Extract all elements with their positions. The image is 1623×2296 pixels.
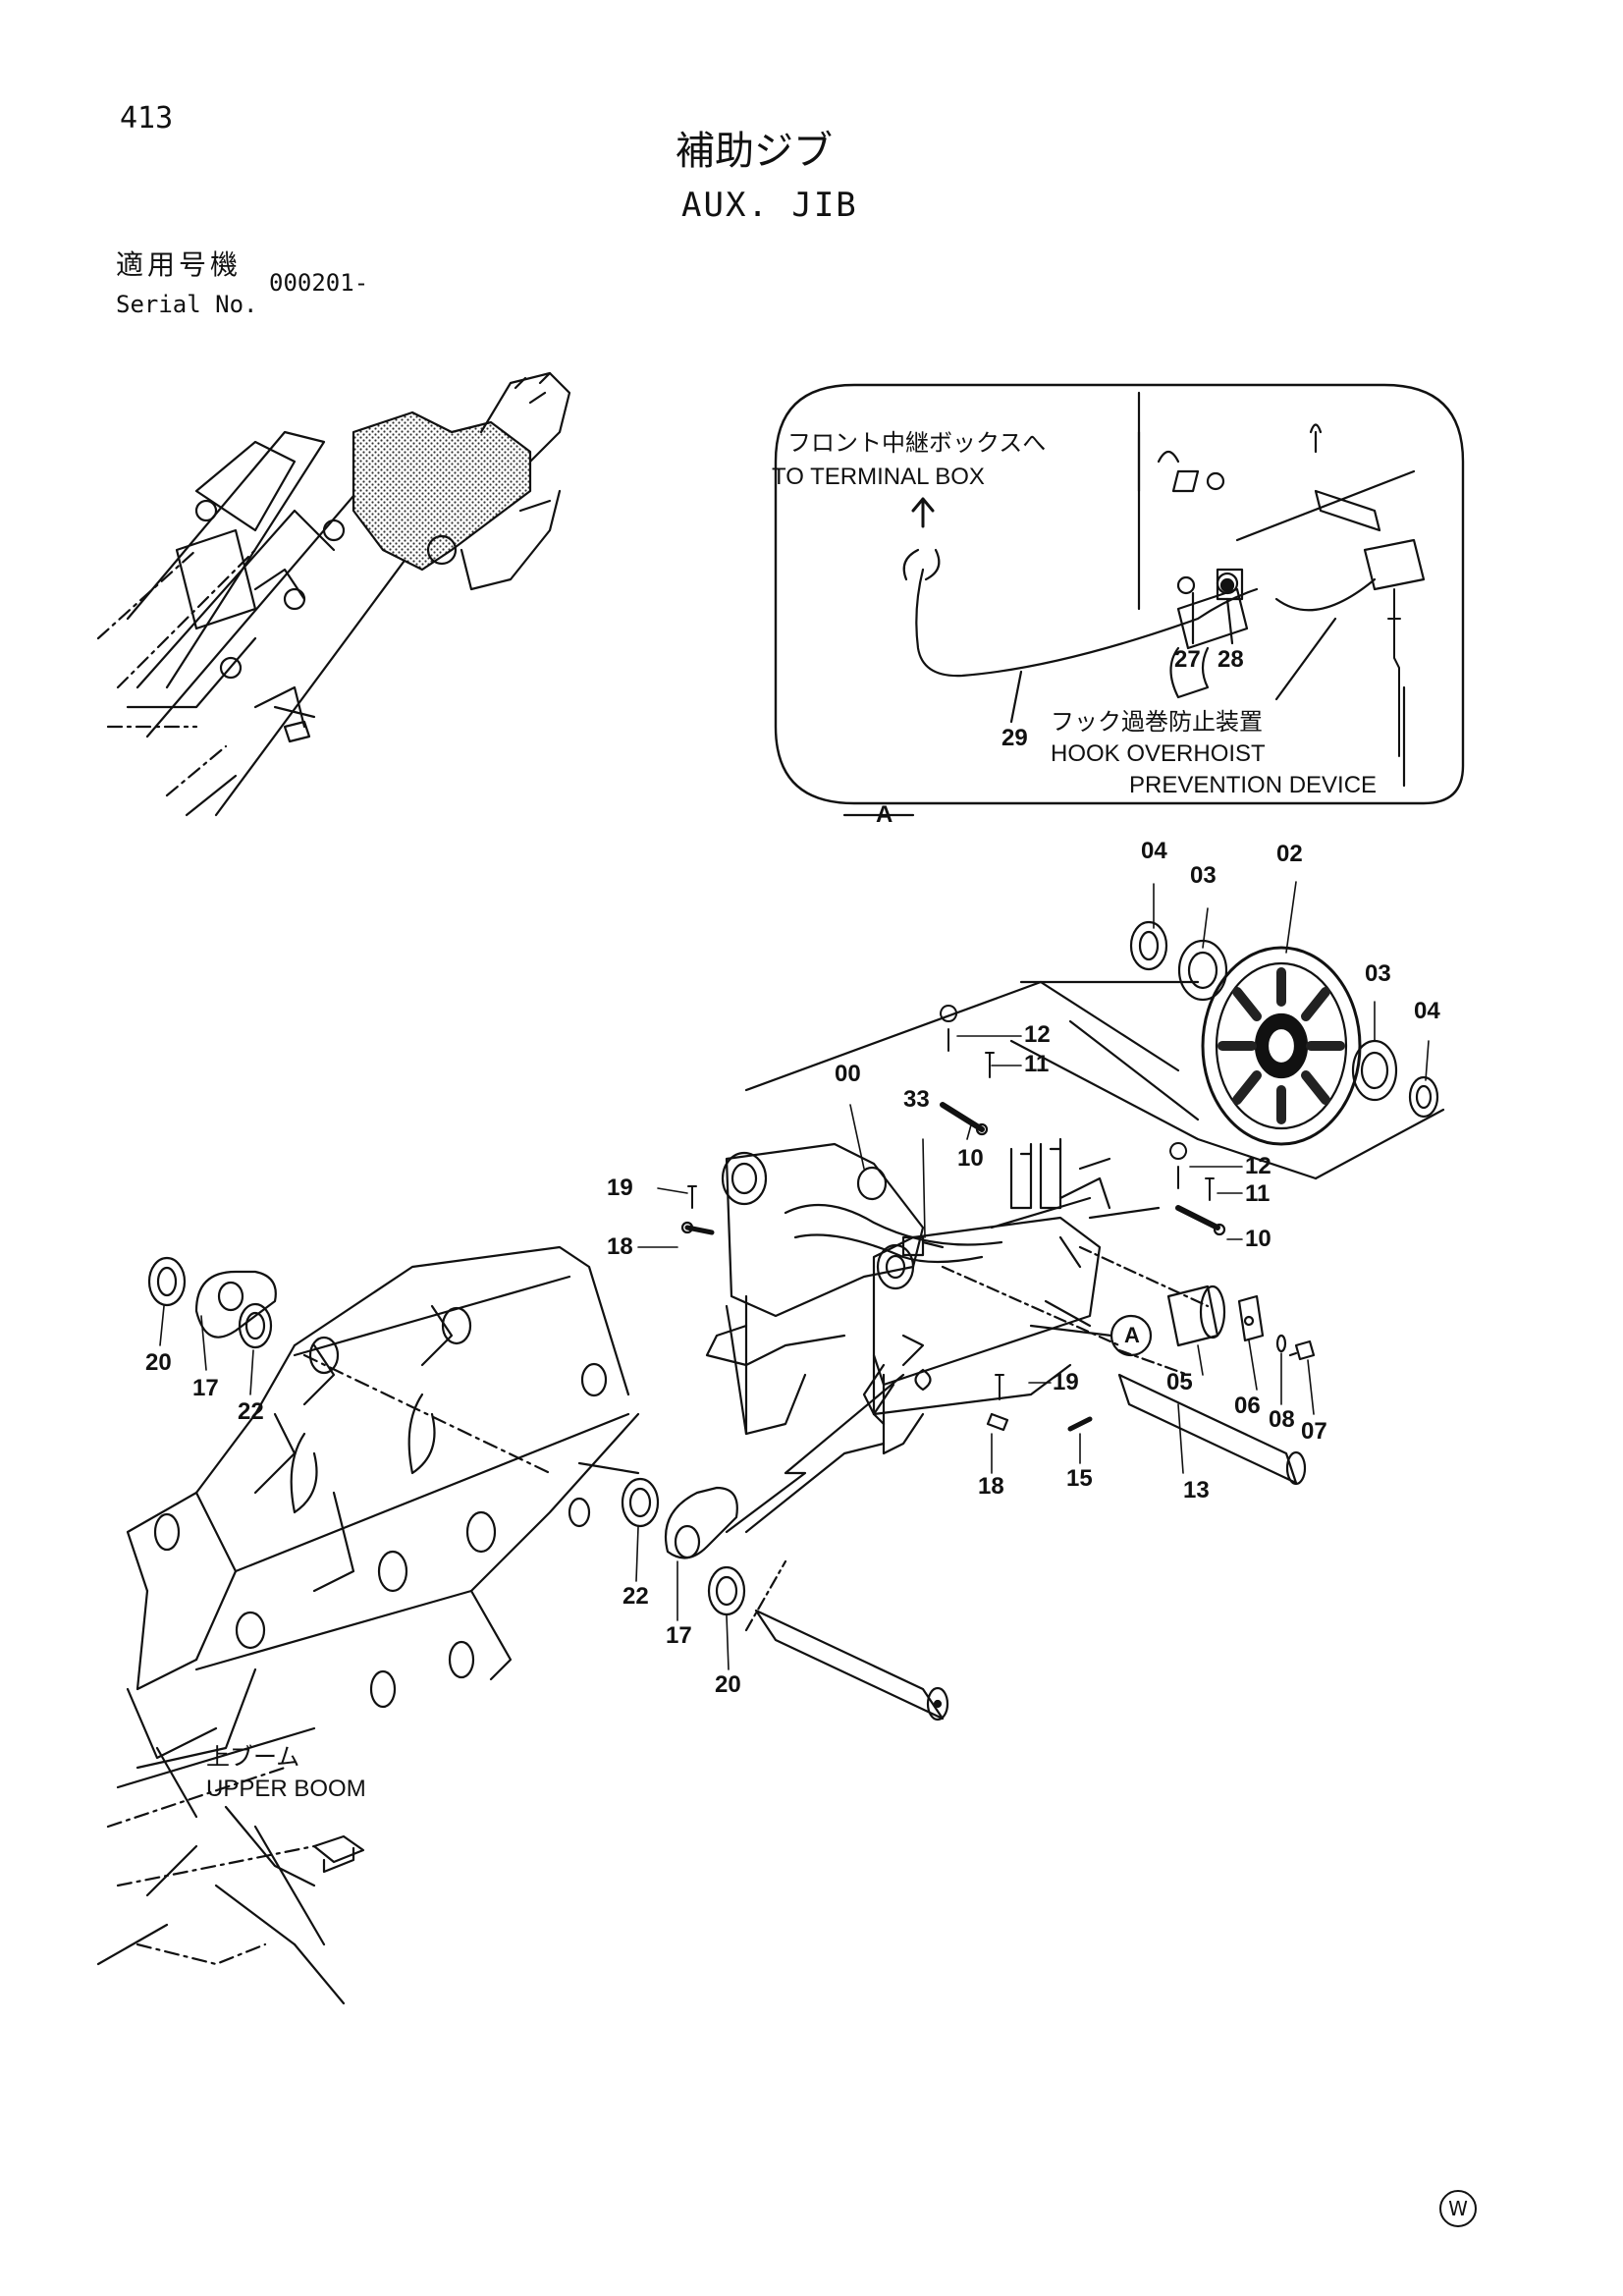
part-number-label: 06 xyxy=(1234,1393,1261,1419)
watermark-w-icon: W xyxy=(1439,2190,1477,2227)
part-number-label: 17 xyxy=(666,1622,692,1649)
part-number-label: 28 xyxy=(1217,646,1244,673)
part-number-label: 20 xyxy=(715,1671,741,1698)
part-number-label: 22 xyxy=(622,1583,649,1610)
device-label-ja: フック過巻防止装置 xyxy=(1051,709,1263,736)
page-title-en: AUX. JIB xyxy=(681,186,858,225)
part-number-label: 12 xyxy=(1024,1021,1051,1048)
leader-lines xyxy=(159,881,1430,1670)
detail-view-letter: A xyxy=(876,801,893,828)
callout-a-letter: A xyxy=(1124,1323,1140,1347)
page-number: 413 xyxy=(120,101,174,136)
part-number-label: 00 xyxy=(835,1061,861,1087)
part-number-label: 33 xyxy=(903,1086,930,1113)
part-number-label: 15 xyxy=(1066,1465,1093,1492)
part-number-label: 13 xyxy=(1183,1477,1210,1503)
washers-lower xyxy=(621,1442,949,1722)
part-number-label: 19 xyxy=(607,1175,633,1201)
part-number-label: 02 xyxy=(1276,841,1303,867)
part-number-label: 08 xyxy=(1269,1406,1295,1433)
part-number-label: 27 xyxy=(1174,646,1201,673)
upper-boom-drawing xyxy=(96,1245,640,2005)
jib-body xyxy=(680,980,1316,1534)
overview-boom-drawing xyxy=(96,371,571,817)
serial-value: 000201- xyxy=(269,269,369,297)
page-title-ja: 補助ジブ xyxy=(676,129,833,174)
part-number-label: 17 xyxy=(192,1375,219,1401)
part-number-label: 22 xyxy=(238,1398,264,1425)
part-number-label: 04 xyxy=(1414,998,1440,1024)
part-number-label: 11 xyxy=(1024,1051,1050,1077)
part-number-label: 29 xyxy=(1001,725,1028,751)
terminal-box-label-en: TO TERMINAL BOX xyxy=(772,464,985,490)
serial-label-ja: 適用号機 xyxy=(116,248,243,281)
device-label-en-1: HOOK OVERHOIST xyxy=(1051,740,1266,767)
part-number-label: 03 xyxy=(1190,862,1217,889)
part-number-label: 10 xyxy=(1245,1226,1271,1252)
detail-view-a xyxy=(774,383,1465,817)
part-number-label: 11 xyxy=(1245,1180,1271,1207)
part-number-label: 12 xyxy=(1245,1153,1271,1179)
part-number-label: 19 xyxy=(1053,1369,1079,1395)
terminal-box-label-ja: フロント中継ボックスへ xyxy=(787,430,1047,457)
part-number-label: 03 xyxy=(1365,960,1391,987)
upper-boom-label-en: UPPER BOOM xyxy=(206,1776,366,1802)
upper-boom-label-ja: 上ブーム xyxy=(206,1744,300,1771)
part-number-label: 18 xyxy=(607,1233,633,1260)
part-number-label: 04 xyxy=(1141,838,1167,864)
part-number-label: 05 xyxy=(1166,1369,1193,1395)
device-label-en-2: PREVENTION DEVICE xyxy=(1129,772,1378,798)
part-number-label: 10 xyxy=(957,1145,984,1172)
part-number-label: 18 xyxy=(978,1473,1004,1500)
sheave-assembly xyxy=(1009,920,1445,1180)
part-number-label: 20 xyxy=(145,1349,172,1376)
washers-left xyxy=(147,1256,640,1475)
part-number-label: 07 xyxy=(1301,1418,1327,1445)
serial-label-en: Serial No. xyxy=(116,291,258,318)
